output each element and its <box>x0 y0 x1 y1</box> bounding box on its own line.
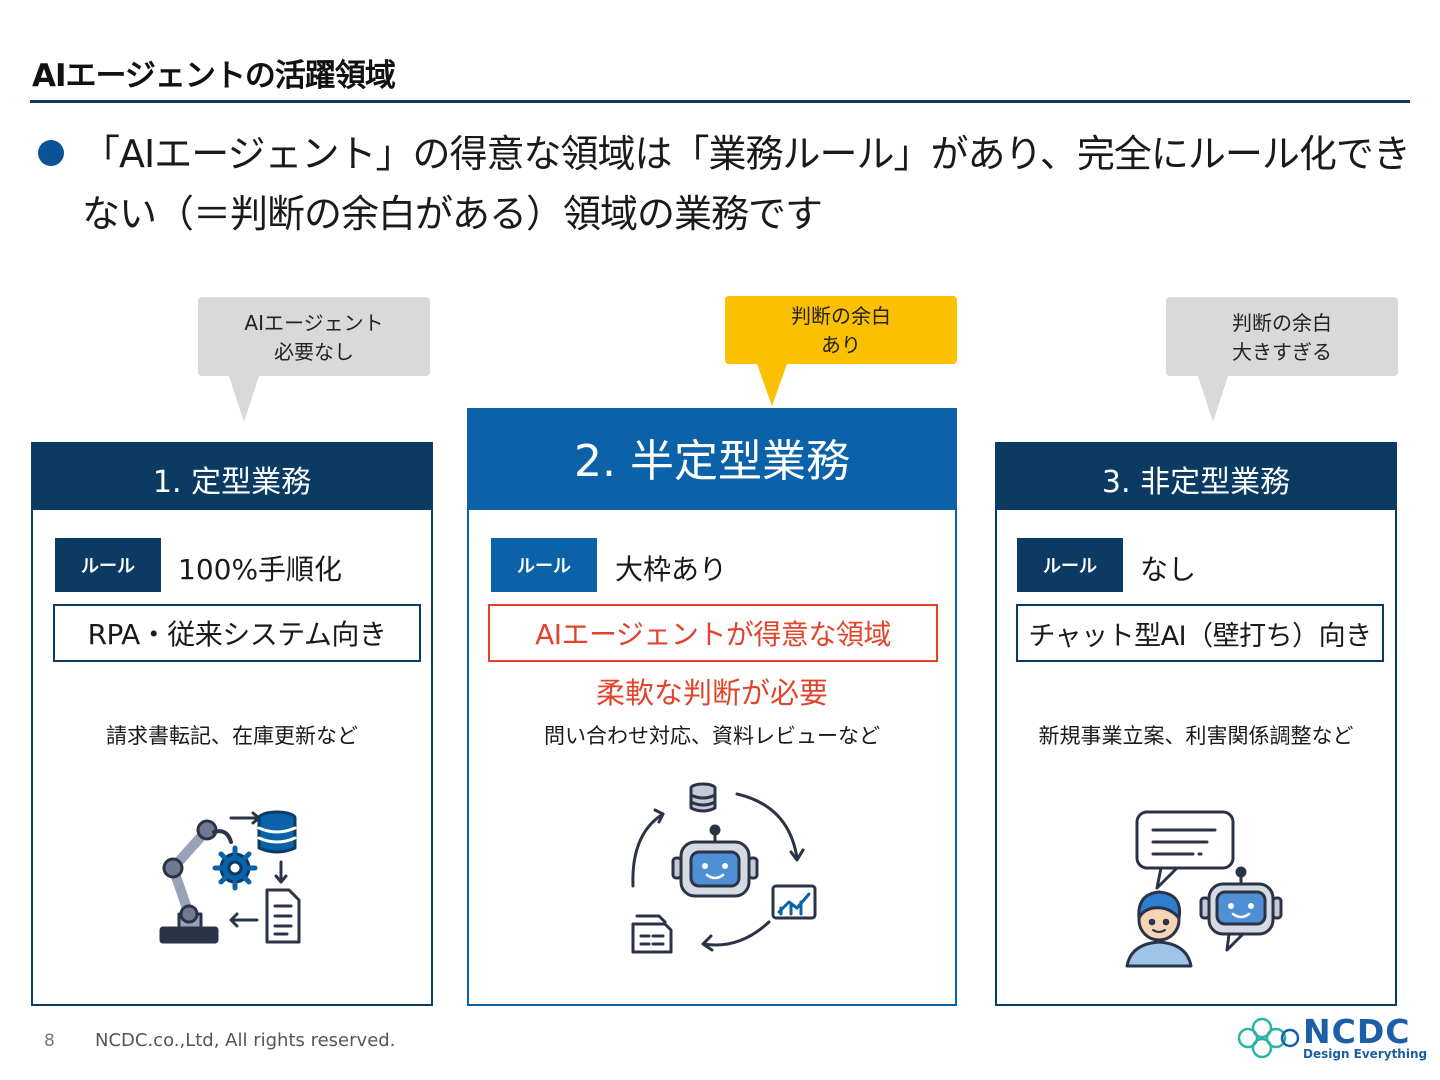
page-number: 8 <box>44 1031 55 1051</box>
bullet-dot-icon <box>38 140 64 166</box>
rule-badge: ルール <box>55 538 161 592</box>
rule-badge: ルール <box>1017 538 1123 592</box>
callout-line-2: あり <box>725 331 957 360</box>
fit-box: AIエージェントが得意な領域 <box>488 604 938 662</box>
title-divider <box>30 100 1410 103</box>
callout-tail <box>229 376 259 422</box>
fit-box: RPA・従来システム向き <box>53 604 421 662</box>
card-body: ルール 100%手順化 RPA・従来システム向き 請求書転記、在庫更新など <box>31 510 433 1006</box>
logo-tagline: Design Everything <box>1303 1047 1427 1061</box>
callout-tail <box>757 364 787 406</box>
card-heading: 3. 非定型業務 <box>995 442 1397 510</box>
callout-no-agent-needed: AIエージェント 必要なし <box>198 297 430 376</box>
examples-text: 請求書転記、在庫更新など <box>33 720 431 750</box>
rule-value: 大枠あり <box>615 548 727 588</box>
callout-line-1: AIエージェント <box>198 309 430 338</box>
card-semi-routine-work: 2. 半定型業務 ルール 大枠あり AIエージェントが得意な領域 柔軟な判断が必… <box>467 408 957 1006</box>
robot-arm-database-document-icon <box>159 810 309 950</box>
card-body: ルール なし チャット型AI（壁打ち）向き 新規事業立案、利害関係調整など <box>995 510 1397 1006</box>
card-heading: 2. 半定型業務 <box>467 408 957 510</box>
callout-line-1: 判断の余白 <box>725 302 957 331</box>
main-bullet-text: 「AIエージェント」の得意な領域は「業務ルール」があり、完全にルール化できない（… <box>82 124 1422 244</box>
logo-wordmark: NCDC <box>1303 1012 1410 1051</box>
card-routine-work: 1. 定型業務 ルール 100%手順化 RPA・従来システム向き 請求書転記、在… <box>31 442 433 1006</box>
card-non-routine-work: 3. 非定型業務 ルール なし チャット型AI（壁打ち）向き 新規事業立案、利害… <box>995 442 1397 1006</box>
copyright-text: NCDC.co.,Ltd, All rights reserved. <box>95 1030 395 1051</box>
emphasis-text: 柔軟な判断が必要 <box>469 670 955 712</box>
callout-judgment-margin: 判断の余白 あり <box>725 296 957 364</box>
callout-line-2: 大きすぎる <box>1166 338 1398 367</box>
slide-title: AIエージェントの活躍領域 <box>32 50 395 95</box>
card-body: ルール 大枠あり AIエージェントが得意な領域 柔軟な判断が必要 問い合わせ対応… <box>467 510 957 1006</box>
card-heading: 1. 定型業務 <box>31 442 433 510</box>
rule-value: 100%手順化 <box>178 548 342 588</box>
ai-agent-cycle-icon <box>619 774 819 954</box>
callout-tail <box>1198 376 1228 422</box>
examples-text: 問い合わせ対応、資料レビューなど <box>469 720 955 750</box>
callout-line-2: 必要なし <box>198 338 430 367</box>
rule-value: なし <box>1140 548 1196 588</box>
examples-text: 新規事業立案、利害関係調整など <box>997 720 1395 750</box>
fit-box: チャット型AI（壁打ち）向き <box>1016 604 1384 662</box>
callout-judgment-too-large: 判断の余白 大きすぎる <box>1166 297 1398 376</box>
rule-badge: ルール <box>491 538 597 592</box>
callout-line-1: 判断の余白 <box>1166 309 1398 338</box>
person-chatbot-conversation-icon <box>1117 810 1297 970</box>
